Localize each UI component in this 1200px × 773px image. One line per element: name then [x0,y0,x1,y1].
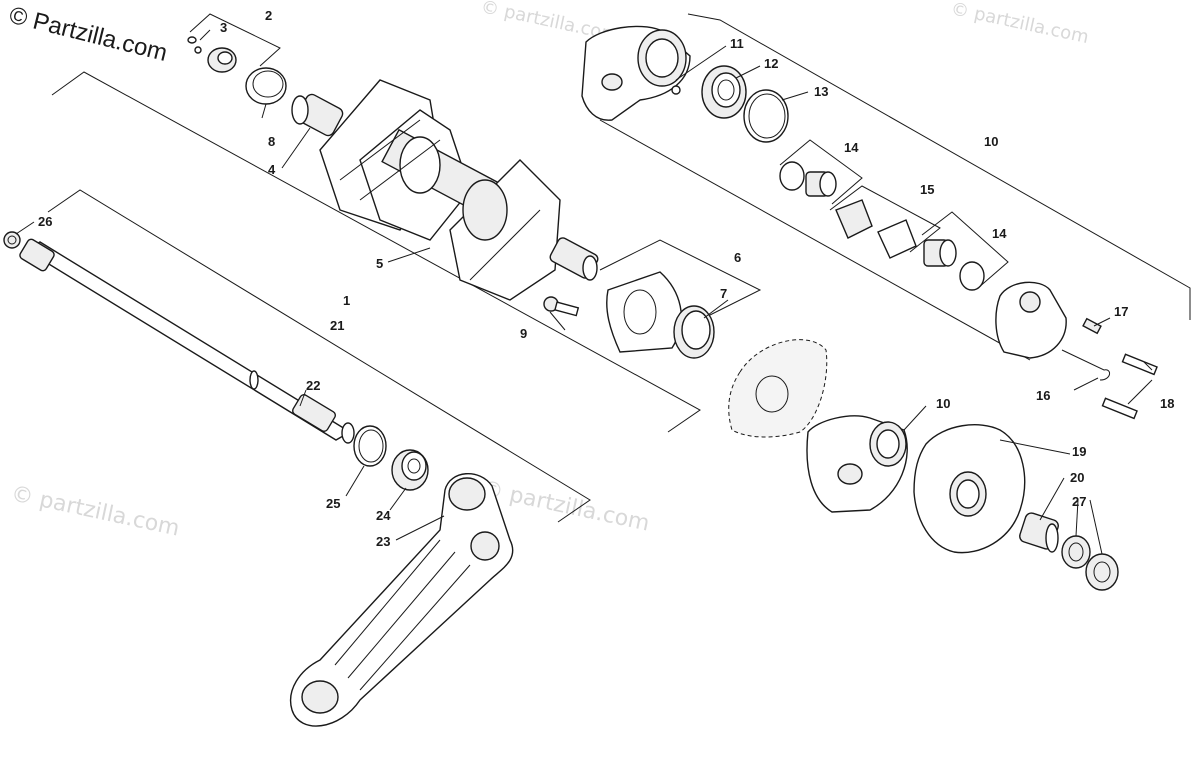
part-10-caliper-upper [581,25,691,121]
callout-8: 8 [268,134,275,149]
callout-2: 2 [265,8,272,23]
callout-16: 16 [1036,388,1050,403]
bracket-6 [599,239,762,321]
part-7-seal [673,305,715,359]
callout-3: 3 [220,20,227,35]
part-21-driven-shaft [19,238,355,444]
leader-lines [15,29,1153,555]
callout-6: 6 [734,250,741,265]
part-23-torque-arm [290,472,514,727]
callout-14-upper: 14 [844,140,859,155]
case-axis-line [599,119,1031,361]
part-5-drive-sprocket [319,79,561,301]
callout-24: 24 [376,508,391,523]
callout-20: 20 [1070,470,1084,485]
part-8-ring [245,67,287,105]
bracket-1 [51,71,701,433]
part-10-caliper-rear-half [995,281,1067,359]
part-18-bolts [1101,353,1158,420]
bracket-10-top [687,13,1191,320]
chaincase-gasket-dashed [728,339,828,438]
callout-18: 18 [1160,396,1174,411]
part-24-bearing [391,449,429,491]
part-16-clip [1061,349,1110,381]
callout-1: 1 [343,293,350,308]
callout-25: 25 [326,496,340,511]
part-14-piston-upper [779,161,837,197]
part-14-piston-lower [923,239,985,291]
callout-7: 7 [720,286,727,301]
watermark-left: © partzilla.com [9,481,182,541]
callout-21: 21 [330,318,344,333]
callout-9: 9 [520,326,527,341]
brand-watermark: © Partzilla.com [7,2,170,67]
bracket-14-upper [779,139,863,205]
part-17-bleeder [1082,317,1102,335]
callout-10-lower: 10 [936,396,950,411]
callout-15: 15 [920,182,934,197]
callout-5: 5 [376,256,383,271]
callout-4: 4 [268,162,276,177]
chaincase-gasket-hole [755,375,789,413]
bracket-15 [829,185,941,253]
callout-11: 11 [730,36,744,51]
part-4-shaft-spline [291,93,344,137]
part-20-spacer [1019,512,1059,553]
callout-10-top: 10 [984,134,998,149]
callout-27: 27 [1072,494,1086,509]
part-12-bearing [701,65,747,119]
part-3-plug [187,36,202,54]
part-5-shaft-end [549,237,599,281]
callout-19: 19 [1072,444,1086,459]
callout-23: 23 [376,534,390,549]
part-6-gasket [606,271,683,353]
part-19-brake-disc [913,424,1026,554]
callout-13: 13 [814,84,828,99]
bracket-2 [189,13,281,67]
callout-14-lower: 14 [992,226,1007,241]
callout-22: 22 [306,378,320,393]
part-13-o-ring [743,89,789,143]
part-10-caliper-lower [806,415,908,513]
callout-26: 26 [38,214,52,229]
part-27-nuts [1061,535,1119,591]
callout-12: 12 [764,56,778,71]
watermark-top-right: © partzilla.com [949,0,1091,48]
part-26-nut [3,231,21,249]
part-11-pin [671,85,681,95]
part-9-bolt [543,296,580,317]
callout-17: 17 [1114,304,1128,319]
bracket-14-lower [921,211,1009,289]
part-15-brake-pads [835,199,917,259]
part-25-o-ring [353,425,387,467]
part-2-bearing-cap [207,47,237,73]
bracket-21 [47,189,591,523]
